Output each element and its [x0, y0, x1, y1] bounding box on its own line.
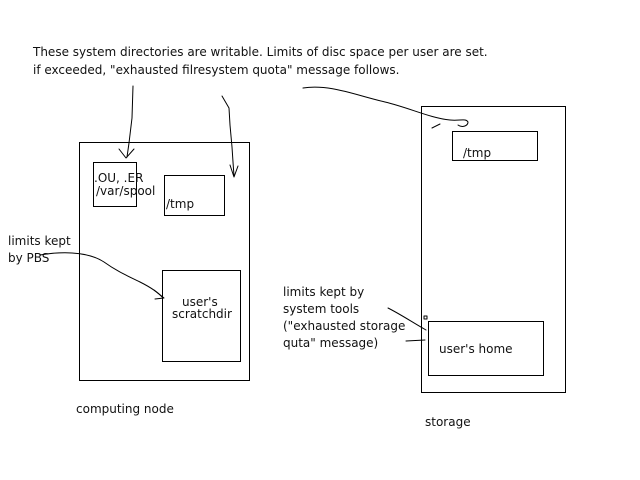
storage-tmp-label: /tmp	[463, 146, 492, 160]
pbs-note-line-1: limits kept	[8, 234, 71, 248]
user-home-label: user's home	[439, 342, 513, 356]
system-tools-note-line-1: limits kept by	[283, 285, 365, 299]
storage-box	[421, 106, 566, 393]
header-note-line-1: These system directories are writable. L…	[33, 45, 488, 59]
computing-node-label: computing node	[76, 402, 174, 416]
spool-box-line-1: .OU, .ER	[94, 171, 144, 185]
node-tmp-box	[164, 175, 225, 216]
storage-tmp-box	[452, 131, 538, 161]
system-tools-note-line-2: system tools	[283, 302, 360, 316]
scratchdir-line-2: scratchdir	[172, 307, 232, 321]
header-note-line-2: if exceeded, "exhausted filresystem quot…	[33, 63, 400, 77]
node-tmp-label: /tmp	[166, 197, 195, 211]
spool-directory-box	[93, 162, 137, 207]
user-home-box	[428, 321, 544, 376]
system-tools-note-line-4: quta" message)	[283, 336, 379, 350]
storage-label: storage	[425, 415, 471, 429]
scratchdir-line-1: user's	[182, 295, 218, 309]
system-tools-note-line-3: ("exhausted storage	[283, 319, 406, 333]
scratchdir-box	[162, 270, 241, 362]
pbs-note-line-2: by PBS	[8, 251, 50, 265]
spool-box-line-2: /var/spool	[96, 184, 156, 198]
